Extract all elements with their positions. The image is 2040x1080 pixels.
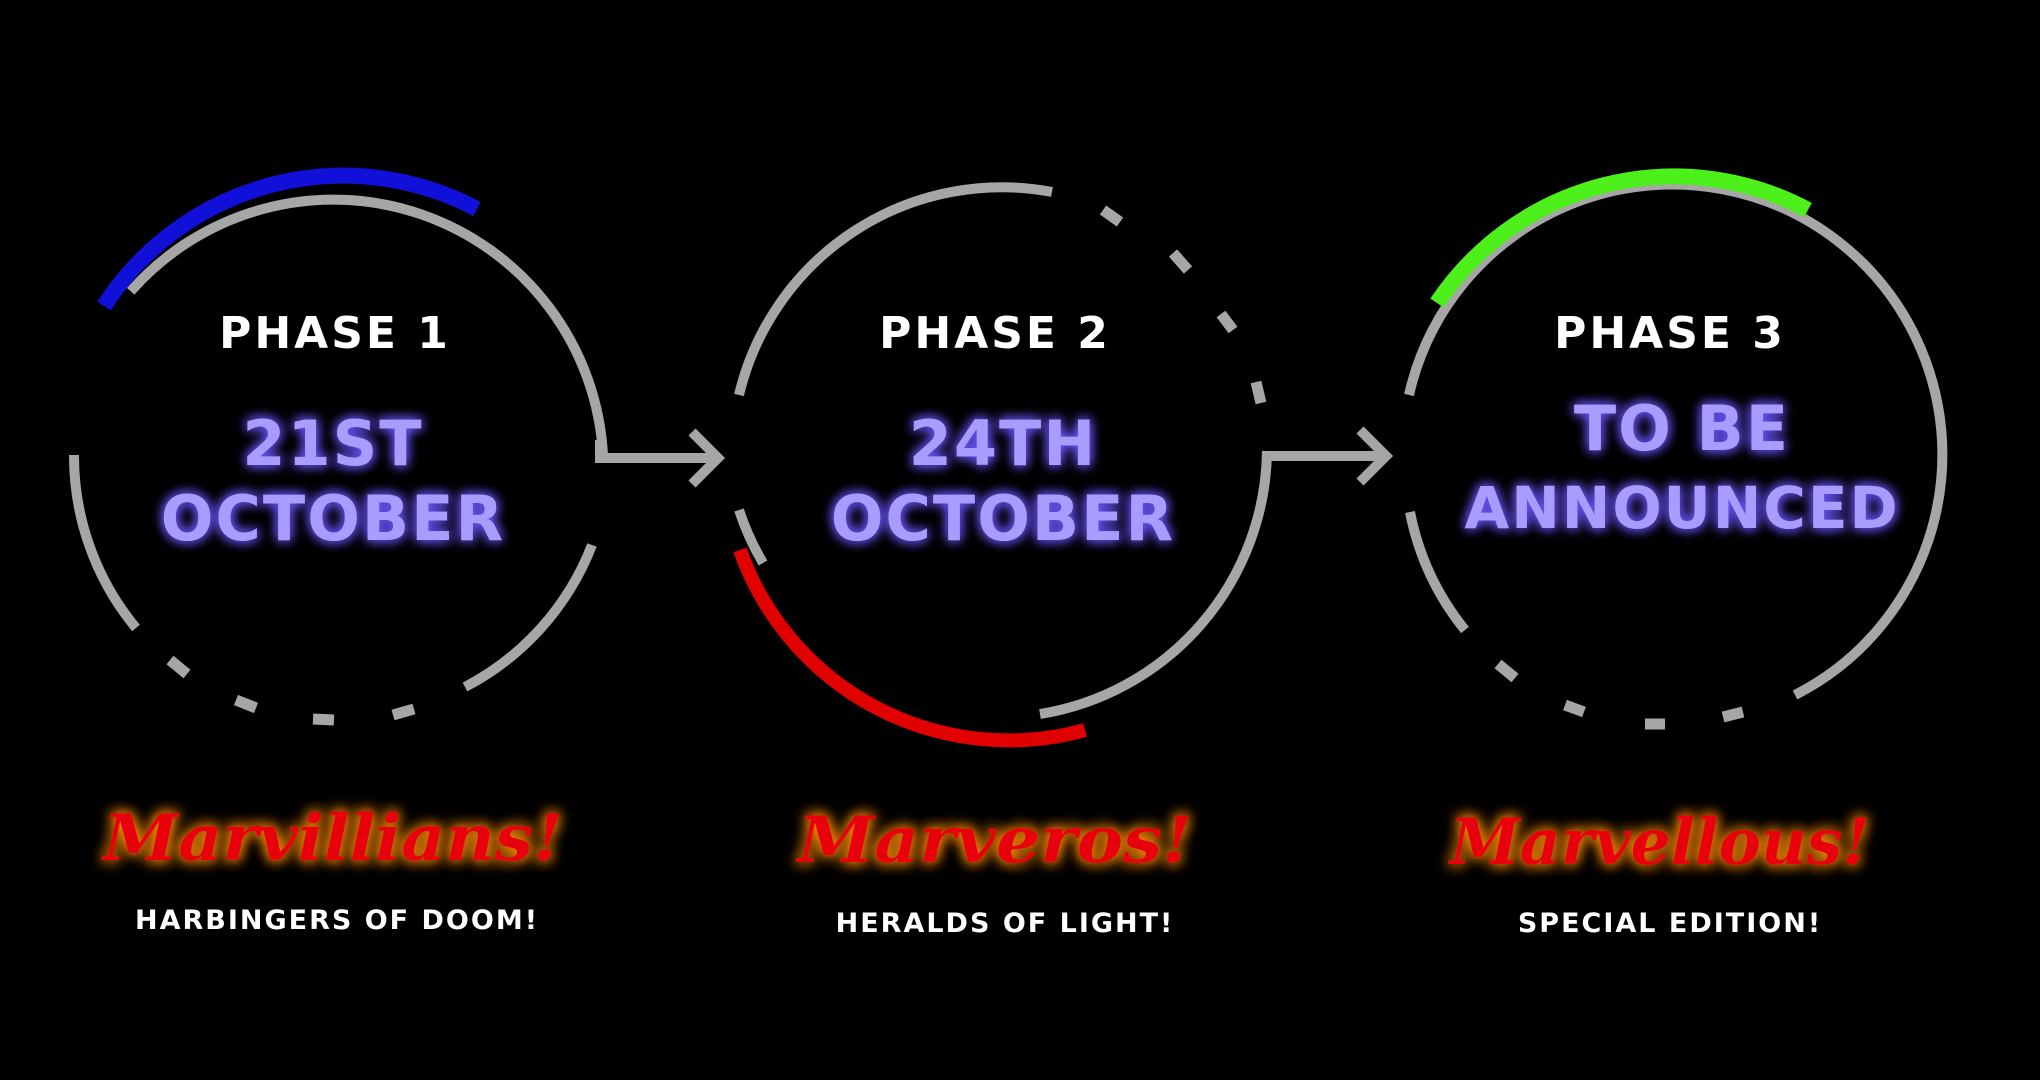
phase-1-label: PHASE 1 (219, 308, 451, 359)
phase-3-date-line-2: ANNOUNCED (1464, 474, 1899, 542)
phase-2-date-line-1: 24TH (909, 407, 1097, 480)
phase-2-ring (734, 182, 1272, 719)
phase-1: PHASE 1 21ST OCTOBER (68, 167, 608, 726)
phase-1-date-line-2: OCTOBER (161, 482, 506, 555)
phase-2-accent-arc (733, 547, 1087, 748)
arrow-1-icon (595, 428, 726, 488)
brand-names: Marvillians! Marveros! Marvellous! (101, 801, 1870, 880)
phase-3-tagline: SPECIAL EDITION! (1518, 908, 1822, 939)
taglines: HARBINGERS OF DOOM! HERALDS OF LIGHT! SP… (135, 905, 1822, 939)
phase-2-label: PHASE 2 (879, 308, 1111, 359)
phase-2-date: 24TH OCTOBER (831, 407, 1176, 555)
phase-1-tagline: HARBINGERS OF DOOM! (135, 905, 539, 936)
phase-3-date-line-1: TO BE (1574, 392, 1790, 465)
phase-2-tagline: HERALDS OF LIGHT! (836, 908, 1175, 939)
phase-3-ring (1404, 179, 1948, 730)
phase-3: PHASE 3 TO BE ANNOUNCED (1404, 168, 1948, 730)
phase-3-label: PHASE 3 (1554, 308, 1786, 359)
phase-3-brand: Marvellous! (1448, 805, 1870, 880)
phase-1-brand: Marvillians! (101, 801, 563, 876)
phase-2-brand: Marveros! (795, 803, 1192, 878)
phase-1-date: 21ST OCTOBER (161, 407, 506, 555)
phase-1-ring (68, 194, 608, 726)
phase-3-accent-arc (1430, 168, 1812, 308)
arrow-2-icon (1267, 426, 1394, 486)
phase-1-accent-arc (97, 167, 481, 311)
phase-2: PHASE 2 24TH OCTOBER (733, 182, 1272, 748)
phase-3-date: TO BE ANNOUNCED (1464, 392, 1899, 542)
phase-2-date-line-2: OCTOBER (831, 482, 1176, 555)
phase-1-date-line-1: 21ST (242, 407, 423, 480)
